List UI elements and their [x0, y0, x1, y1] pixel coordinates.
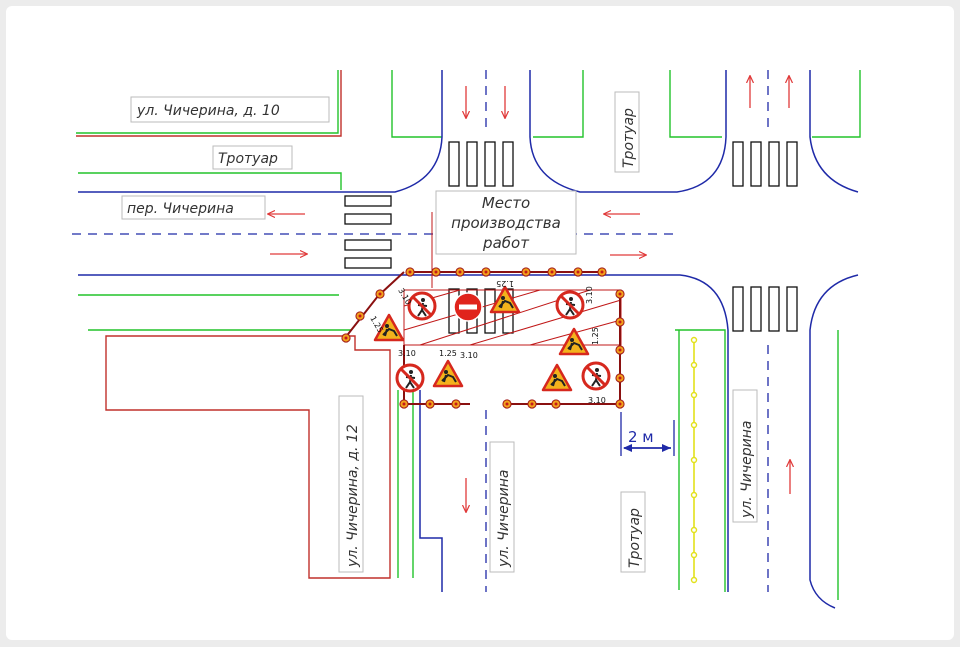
label-street-right: ул. Чичерина	[732, 389, 758, 523]
label-sidewalk-top-vertical: Тротуар	[614, 91, 640, 173]
lane-label: пер. Чичерина	[127, 201, 234, 217]
dim-e: 3.10	[398, 349, 416, 358]
traffic-arrows	[268, 76, 790, 512]
label-street-center: ул. Чичерина	[489, 441, 515, 573]
lawn-lines	[78, 70, 861, 600]
building-12-label: ул. Чичерина, д. 12	[345, 424, 361, 568]
work-site-line3: работ	[482, 234, 530, 252]
dim-g: 1.25	[591, 327, 600, 345]
building-10-outline	[76, 70, 342, 137]
dim-f: 1.25	[439, 349, 457, 358]
label-building-12: ул. Чичерина, д. 12	[338, 395, 364, 573]
label-work-site: Место производства работ	[435, 190, 577, 255]
crosswalk-top	[448, 141, 514, 187]
distance-annotation: 2 м	[620, 412, 675, 456]
crosswalk-left	[344, 195, 392, 269]
street-center-label: ул. Чичерина	[496, 470, 512, 568]
label-sidewalk-top-left: Тротуар	[212, 145, 293, 170]
crosswalk-top-right	[732, 141, 798, 187]
sidewalk-bottom-label: Тротуар	[627, 508, 643, 568]
dim-c: 1.25	[496, 279, 514, 288]
label-building-10: ул. Чичерина, д. 10	[130, 96, 330, 123]
building-12-outline	[105, 335, 391, 579]
crosswalk-right	[732, 286, 798, 332]
street-lamps	[690, 336, 698, 584]
dim-i: 3.10	[460, 351, 478, 360]
label-sidewalk-bottom: Тротуар	[620, 491, 646, 573]
distance-label: 2 м	[628, 428, 654, 446]
sidewalk-top-left-label: Тротуар	[218, 151, 278, 167]
work-site-line2: производства	[451, 214, 561, 232]
building-10-label: ул. Чичерина, д. 10	[136, 103, 280, 119]
sidewalk-top-vertical-label: Тротуар	[621, 108, 637, 168]
label-lane: пер. Чичерина	[121, 195, 266, 220]
dim-d: 3.10	[585, 286, 594, 304]
road-edges	[78, 70, 859, 609]
center-lines	[72, 70, 769, 592]
dim-h: 3.10	[588, 396, 606, 405]
work-site-line1: Место	[482, 194, 530, 212]
street-right-label: ул. Чичерина	[739, 421, 755, 519]
